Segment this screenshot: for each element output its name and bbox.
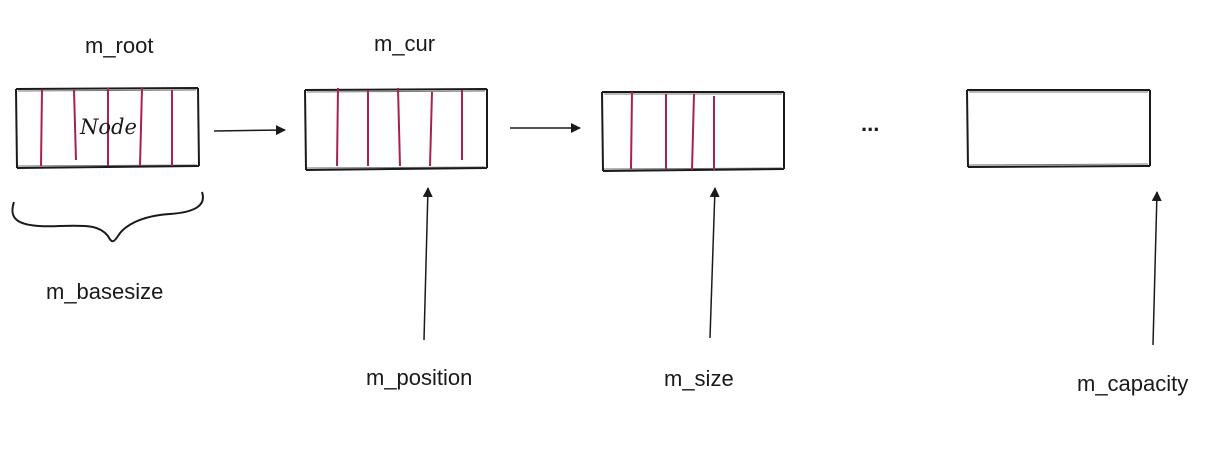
slot-line bbox=[429, 91, 433, 167]
slot-line bbox=[40, 89, 43, 167]
slot-line bbox=[397, 87, 401, 167]
size-pointer-arrow bbox=[709, 187, 720, 339]
cur-block bbox=[304, 87, 488, 171]
node-label: Node bbox=[80, 115, 137, 139]
cur-label: m_cur bbox=[374, 31, 436, 56]
size-label: m_size bbox=[664, 366, 734, 391]
basesize-label: m_basesize bbox=[46, 279, 164, 304]
slot-line bbox=[73, 89, 77, 161]
ellipsis-label: ... bbox=[861, 111, 880, 136]
slot-line bbox=[139, 87, 143, 167]
size-block bbox=[601, 91, 785, 172]
slot-line bbox=[691, 93, 695, 171]
slot-line bbox=[336, 87, 339, 167]
slot-line bbox=[630, 91, 633, 170]
root-block bbox=[15, 87, 200, 169]
capacity-block bbox=[966, 89, 1151, 168]
root-slot-lines bbox=[40, 87, 173, 167]
cur-slot-lines bbox=[336, 87, 463, 167]
root-label: m_root bbox=[85, 33, 154, 58]
position-pointer-arrow bbox=[422, 187, 433, 341]
size-slot-lines bbox=[630, 91, 715, 171]
link-arrow-1 bbox=[213, 125, 286, 136]
capacity-pointer-arrow bbox=[1151, 191, 1162, 346]
basesize-brace bbox=[11, 191, 204, 243]
capacity-label: m_capacity bbox=[1077, 371, 1189, 396]
position-label: m_position bbox=[366, 365, 473, 390]
